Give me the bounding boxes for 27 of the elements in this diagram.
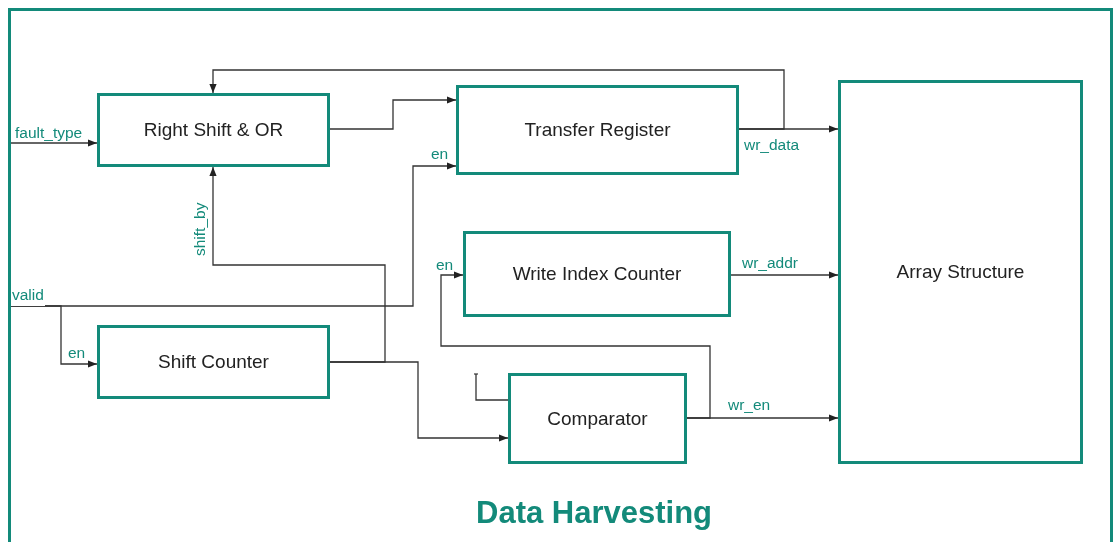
signal-label: shift_by — [192, 201, 208, 257]
signal-arrow — [209, 69, 785, 130]
block-box — [463, 231, 731, 317]
signal-arrow — [209, 166, 386, 363]
signal-arrow — [329, 361, 509, 442]
signal-label: valid — [11, 287, 45, 306]
signal-arrow — [329, 96, 457, 130]
block-box — [508, 373, 687, 464]
block-box — [456, 85, 739, 175]
block-label: Right Shift & OR — [143, 119, 284, 141]
signal-arrow — [10, 305, 98, 368]
block-box — [97, 93, 330, 167]
signal-arrow — [730, 271, 839, 279]
panel-frame — [8, 8, 1113, 542]
signal-label: fault_type — [14, 125, 84, 141]
block-label: Array Structure — [896, 261, 1025, 283]
panel-title: Data Harvesting — [476, 495, 713, 531]
block-label: Write Index Counter — [512, 263, 682, 285]
block-box — [97, 325, 330, 399]
block-label: Transfer Register — [524, 119, 671, 141]
signal-arrow — [10, 139, 98, 147]
block-box — [838, 80, 1083, 464]
signal-label: wr_data — [743, 137, 801, 153]
signal-arrow — [440, 271, 711, 419]
block-label: Comparator — [547, 407, 648, 430]
block-label: Shift Counter — [158, 351, 269, 373]
signal-label: wr_addr — [741, 255, 799, 271]
